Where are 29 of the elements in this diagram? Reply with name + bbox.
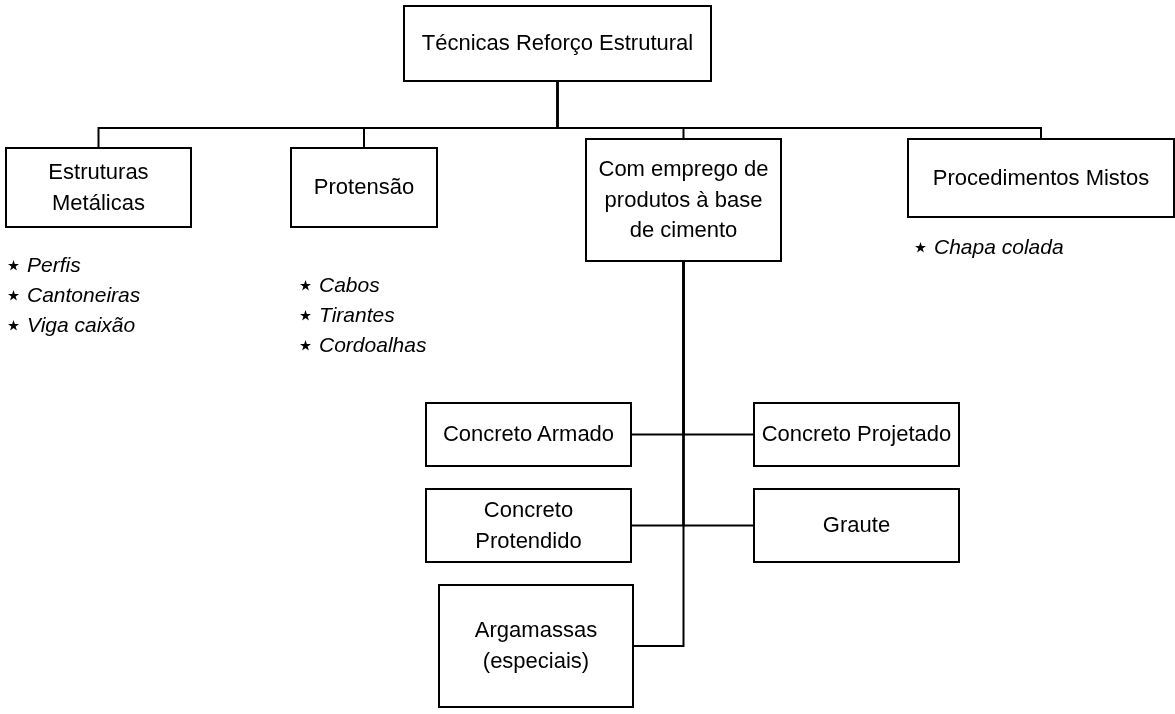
list-item: Viga caixão xyxy=(27,312,136,338)
category-box xyxy=(5,147,192,228)
box-label: Estruturas Metálicas xyxy=(47,157,150,217)
box-label: Argamassas (especiais) xyxy=(473,616,599,675)
category-box xyxy=(753,402,960,467)
box-label: Concreto Armado xyxy=(442,420,615,449)
list-item: Tirantes xyxy=(319,302,395,328)
list-item: Chapa colada xyxy=(934,234,1064,260)
category-box xyxy=(425,488,632,563)
list-item: Cabos xyxy=(319,272,380,298)
box-label: Graute xyxy=(822,511,891,540)
list-item: Cordoalhas xyxy=(319,332,427,358)
box-label: Técnicas Reforço Estrutural xyxy=(421,29,694,58)
box-label: Protensão xyxy=(313,173,415,202)
box-label: Com emprego de produtos à base de cimento xyxy=(597,154,770,245)
category-box xyxy=(438,584,634,708)
category-box xyxy=(907,138,1175,218)
connector-line xyxy=(556,81,1042,139)
list-item: Perfis xyxy=(27,252,81,278)
list-item: Cantoneiras xyxy=(27,282,141,308)
category-box xyxy=(290,147,438,228)
connector-line xyxy=(633,261,685,647)
category-box xyxy=(753,488,960,563)
category-box xyxy=(425,402,632,467)
box-label: Procedimentos Mistos xyxy=(932,163,1150,192)
box-label: Concreto Projetado xyxy=(761,420,952,449)
category-box xyxy=(403,5,712,82)
box-label: Concreto Protendido xyxy=(474,495,583,555)
category-box xyxy=(585,138,782,262)
